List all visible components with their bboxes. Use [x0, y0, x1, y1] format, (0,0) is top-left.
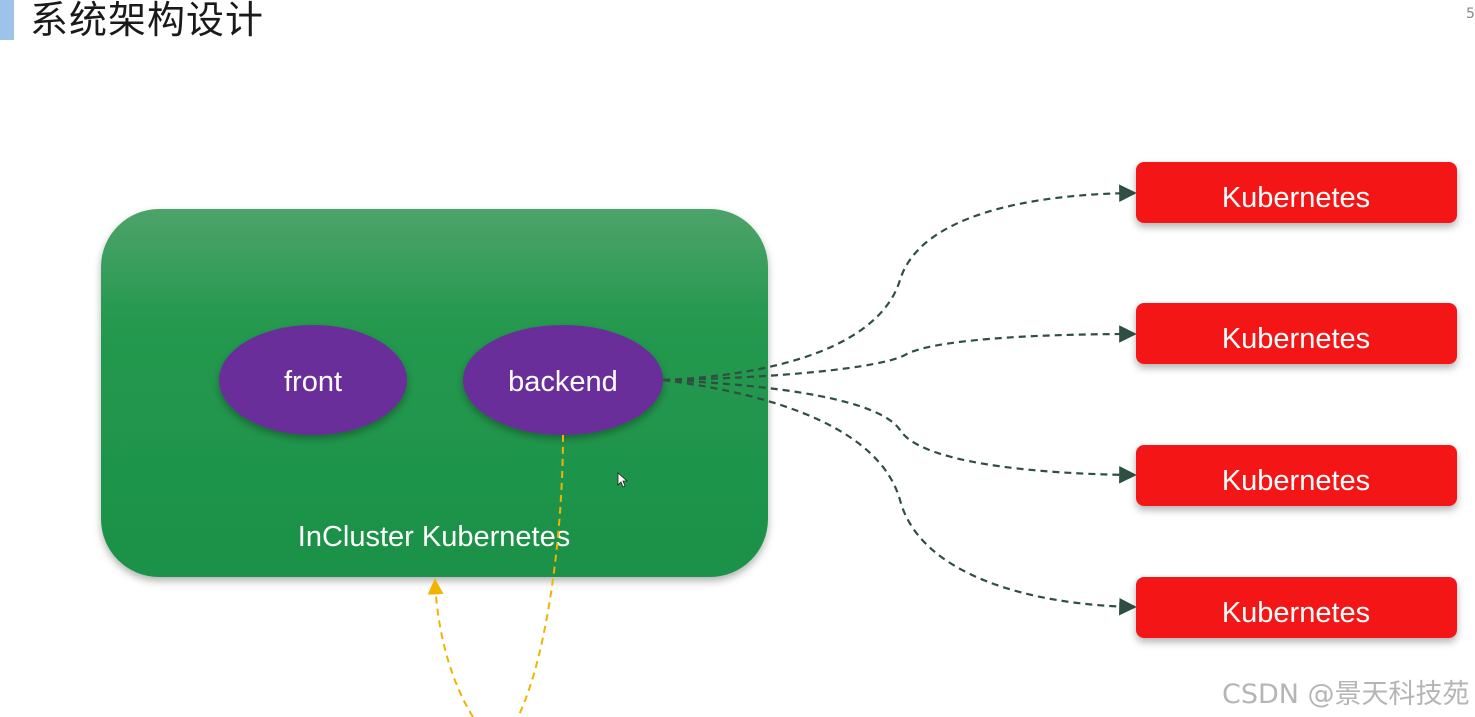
watermark: CSDN @景天科技苑	[1222, 679, 1470, 710]
remote-kubernetes-box-4	[1136, 577, 1457, 638]
incluster-kubernetes-box	[101, 209, 768, 577]
connector-backend-to-cluster-4	[662, 378, 1137, 616]
remote-kubernetes-label-4: Kubernetes	[1222, 597, 1370, 629]
front-service-node	[219, 325, 407, 435]
front-service-label: front	[284, 366, 342, 398]
mouse-cursor-icon	[617, 472, 629, 488]
connector-backend-to-cluster-2	[662, 325, 1137, 382]
remote-kubernetes-label-3: Kubernetes	[1222, 465, 1370, 497]
backend-service-label: backend	[508, 366, 618, 398]
remote-kubernetes-box-1	[1136, 162, 1457, 223]
backend-service-node	[463, 325, 663, 435]
incluster-kubernetes-label: InCluster Kubernetes	[298, 521, 570, 553]
page-title: 系统架构设计	[30, 0, 265, 42]
connector-backend-loop	[517, 434, 564, 717]
connector-backend-to-cluster-3	[662, 378, 1137, 484]
page-corner-mark: 5	[1466, 6, 1475, 22]
remote-kubernetes-box-2	[1136, 303, 1457, 364]
title-accent-bar	[0, 0, 14, 40]
connector-loop-return	[427, 578, 474, 717]
remote-kubernetes-label-2: Kubernetes	[1222, 323, 1370, 355]
remote-kubernetes-label-1: Kubernetes	[1222, 182, 1370, 214]
connector-backend-to-cluster-1	[662, 184, 1137, 382]
remote-kubernetes-box-3	[1136, 445, 1457, 506]
